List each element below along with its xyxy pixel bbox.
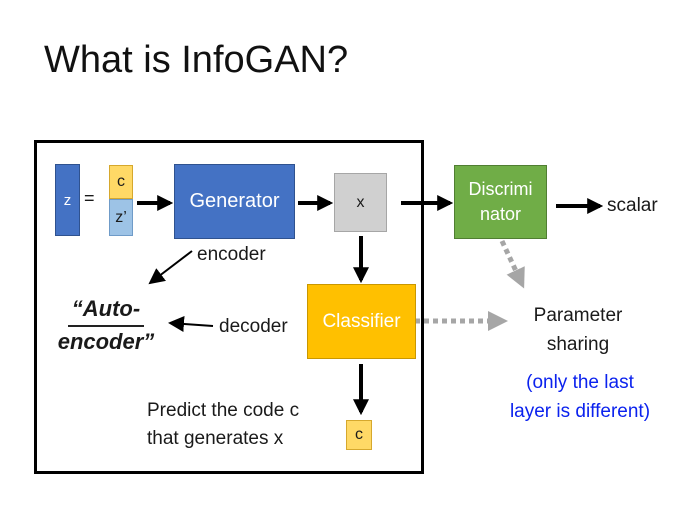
x-output-box: x xyxy=(334,173,387,232)
scalar-label: scalar xyxy=(607,195,658,216)
note-line2: layer is different) xyxy=(509,401,651,422)
arrow-decoder-to-auto xyxy=(168,315,214,332)
autoencoder-line1: “Auto- xyxy=(71,296,141,321)
predict-caption: Predict the code c that generates x xyxy=(147,397,299,453)
slide-title: What is InfoGAN? xyxy=(44,39,349,81)
autoencoder-label: “Auto- encoder” xyxy=(50,292,162,358)
discriminator-label-line1: Discrimi xyxy=(468,179,533,199)
decoder-label: decoder xyxy=(219,316,288,337)
parameter-sharing-label: Parameter sharing xyxy=(514,301,642,359)
param-line1: Parameter xyxy=(533,305,623,326)
arrow-encoder-to-auto xyxy=(148,250,193,285)
generator-box: Generator xyxy=(174,164,295,239)
predict-line1: Predict the code c xyxy=(147,400,300,421)
discriminator-box: Discrimi nator xyxy=(454,165,547,239)
dotted-arrow-discriminator-to-sharing xyxy=(499,239,525,289)
last-layer-note: (only the last layer is different) xyxy=(487,368,673,426)
c-predicted-box: c xyxy=(346,420,372,450)
discriminator-label-line2: nator xyxy=(479,204,522,224)
param-line2: sharing xyxy=(546,334,610,355)
note-line1: (only the last xyxy=(526,372,634,393)
autoencoder-underline xyxy=(68,325,144,327)
c-code-box: c xyxy=(109,165,133,199)
equals-sign: = xyxy=(84,188,95,208)
infogan-frame xyxy=(34,140,424,474)
z-prime-box: z’ xyxy=(109,199,133,236)
predict-line2: that generates x xyxy=(147,428,284,449)
encoder-label: encoder xyxy=(197,244,266,265)
z-input-box: z xyxy=(55,164,80,236)
classifier-box: Classifier xyxy=(307,284,416,359)
autoencoder-line2: encoder” xyxy=(57,329,155,354)
